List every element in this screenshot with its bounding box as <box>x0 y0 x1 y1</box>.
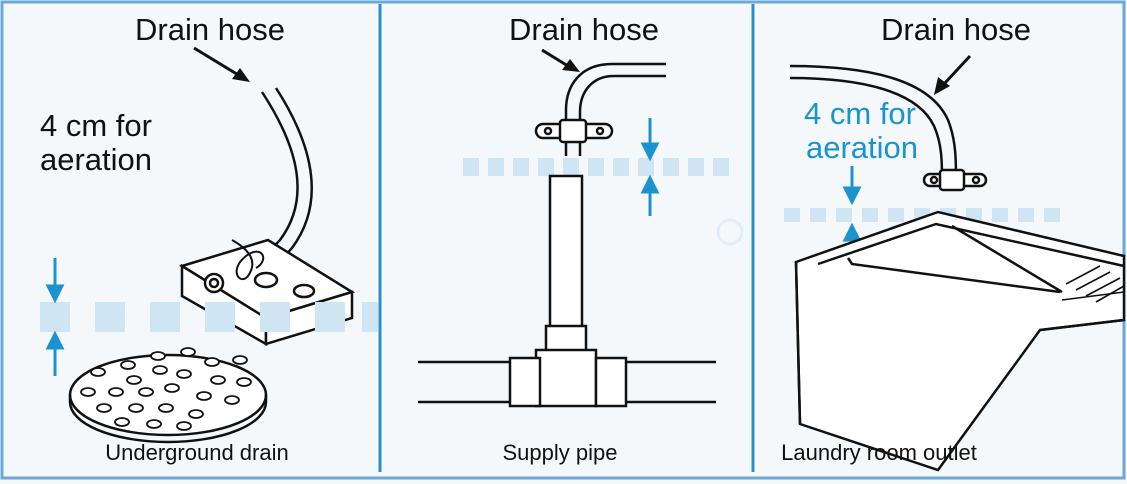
panel1-water-level-line <box>40 302 378 332</box>
panel3-pointer-arrow <box>934 54 972 95</box>
panel3-aeration-line1: 4 cm for <box>804 96 916 131</box>
panel-underground-drain: Drain hose 4 cm for aeration <box>40 12 378 465</box>
panel1-aeration-line1: 4 cm for <box>40 108 152 143</box>
panel-laundry-outlet: Drain hose 4 cm for aeration <box>781 12 1126 472</box>
panel3-caption: Laundry room outlet <box>781 440 977 465</box>
panel2-water-level-line <box>463 158 729 176</box>
panel2-title: Drain hose <box>509 12 659 47</box>
panel2-drain-hose <box>564 62 666 156</box>
panel3-laundry-tub <box>794 210 1126 472</box>
panel3-drain-hose <box>789 64 958 181</box>
panel2-gap-arrows <box>640 118 660 216</box>
panel2-hose-clip <box>534 118 614 144</box>
panel2-standpipe <box>544 174 588 356</box>
panel1-title: Drain hose <box>135 12 285 47</box>
panel1-caption: Underground drain <box>105 440 288 465</box>
panel3-hose-clip <box>922 168 988 192</box>
panel-supply-pipe: Drain hose <box>418 12 744 465</box>
panel3-title: Drain hose <box>881 12 1031 47</box>
panel2-faint-circle <box>716 218 744 246</box>
panel3-water-level-line <box>784 208 1060 222</box>
panel2-pointer-arrow <box>541 48 580 72</box>
panel1-gap-arrows <box>45 258 65 376</box>
panel2-supply-main <box>418 348 716 408</box>
panel1-hose-tie <box>231 239 265 281</box>
panel2-caption: Supply pipe <box>503 440 618 465</box>
panel1-aeration-line2: aeration <box>40 142 152 177</box>
panel3-aeration-line2: aeration <box>806 130 918 165</box>
panel1-pointer-arrow <box>193 46 250 82</box>
panel1-drain-grate <box>68 347 268 444</box>
